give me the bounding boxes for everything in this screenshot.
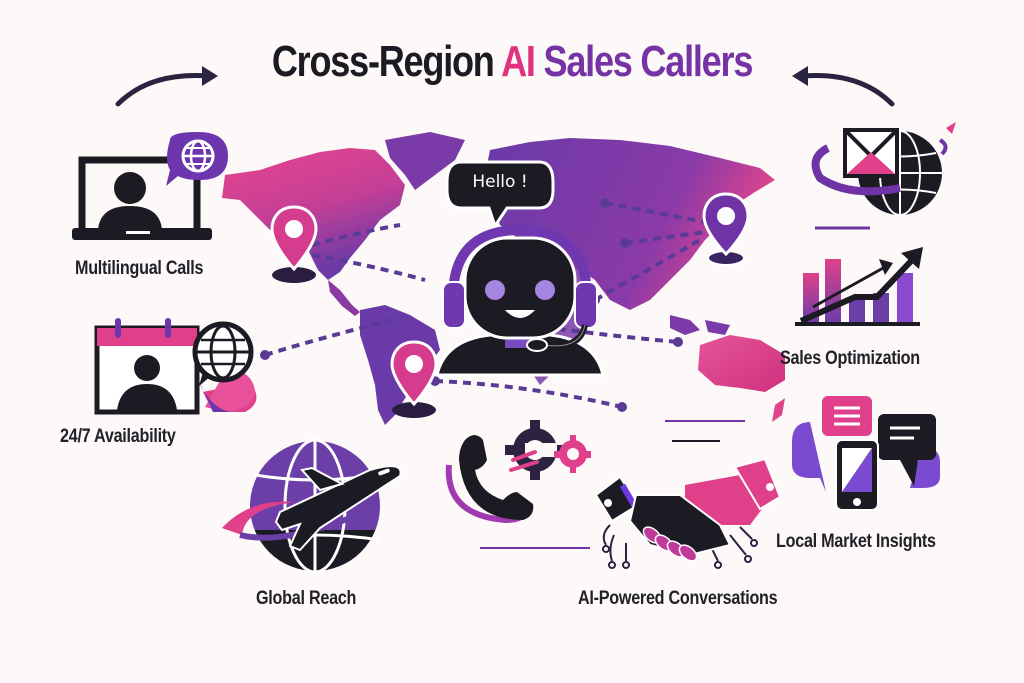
robot-headset-icon [435, 224, 605, 377]
bar-chart-arrow-icon [795, 247, 923, 326]
email-globe-icon [811, 122, 956, 216]
continent-australia [698, 335, 785, 392]
calendar-person-globe-icon [94, 318, 257, 415]
title-part-cross-region: Cross-Region [271, 37, 502, 86]
feature-label-local-market-insights: Local Market Insights [776, 531, 936, 552]
location-pin-north-america-icon [270, 205, 318, 283]
phone-chat-bubbles-icon [792, 396, 940, 511]
location-pin-asia-icon [702, 192, 750, 266]
phone-gears-icon [445, 420, 591, 524]
feature-label-global-reach: Global Reach [256, 588, 357, 609]
handshake-circuit-icon [594, 457, 782, 569]
title-part-ai: AI [501, 37, 536, 86]
continent-north-america [222, 148, 405, 280]
world-map [222, 132, 785, 425]
laptop-person-globe-icon [72, 132, 228, 240]
continent-eurasia [485, 138, 775, 310]
location-pin-south-america-icon [390, 340, 438, 418]
left-curved-arrow-icon [115, 66, 218, 107]
feature-label-ai-powered-conversations: AI-Powered Conversations [578, 588, 778, 609]
title-part-sales-callers: Sales Callers [534, 37, 753, 86]
page-title: Cross-Region AI Sales Callers [92, 40, 932, 84]
globe-airplane-icon [222, 438, 402, 574]
right-curved-arrow-icon [792, 66, 895, 107]
ai-robot-agent: Hello ! [425, 160, 615, 380]
feature-label-24-7-availability: 24/7 Availability [60, 426, 176, 447]
speech-bubble-icon [445, 160, 555, 230]
feature-label-multilingual-calls: Multilingual Calls [75, 258, 204, 279]
continent-greenland [385, 132, 465, 190]
speech-bubble-text: Hello ! [472, 172, 528, 192]
feature-label-sales-optimization: Sales Optimization [780, 348, 920, 369]
